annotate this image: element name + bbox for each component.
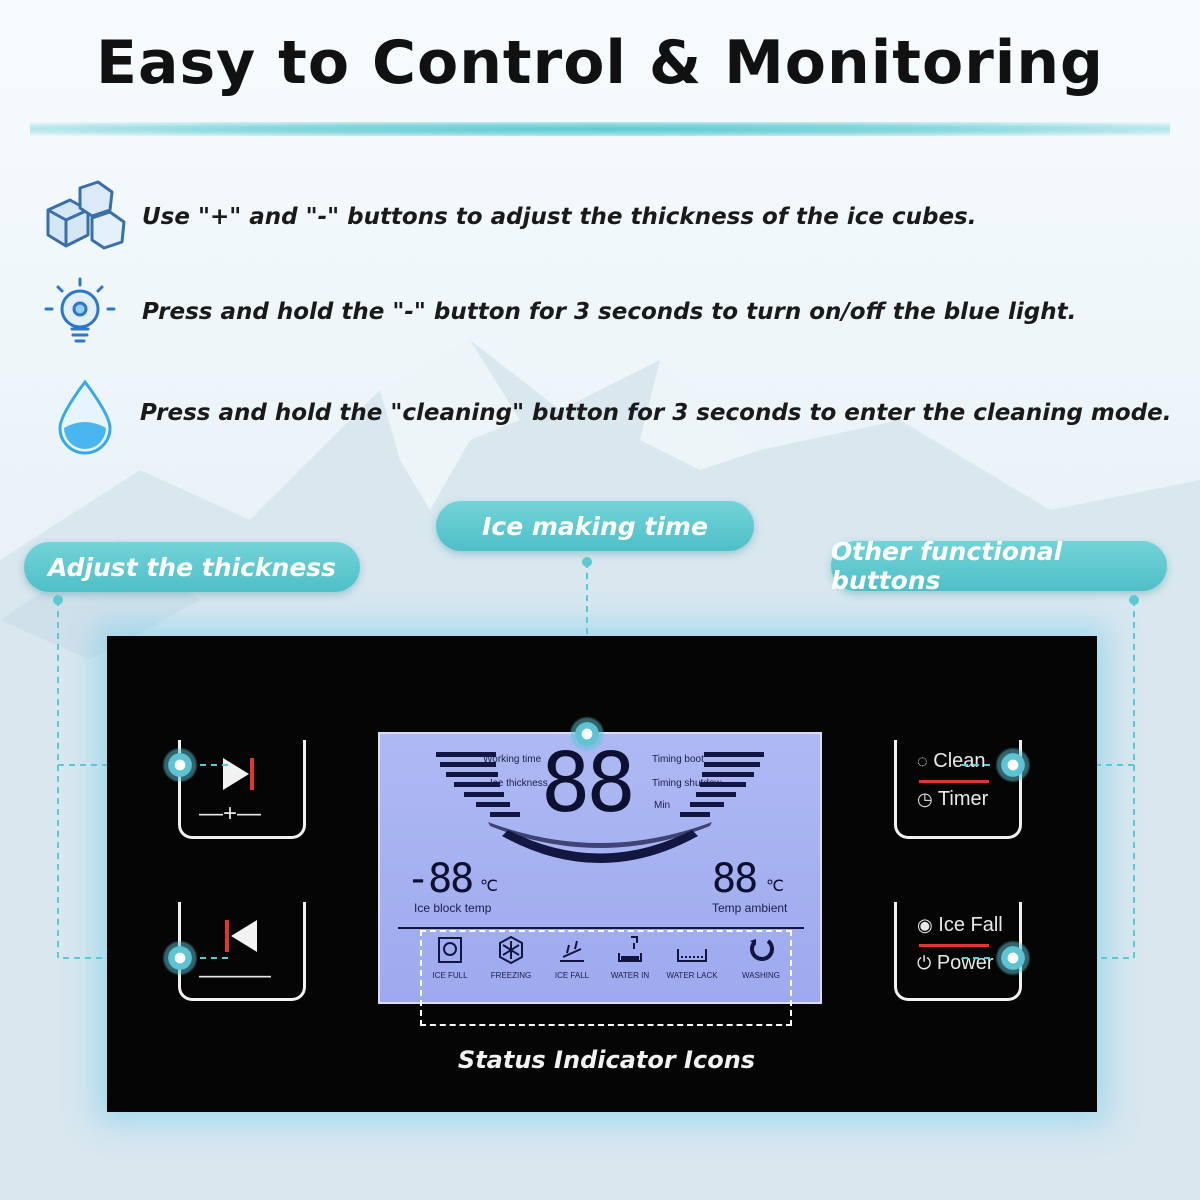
status-label: WATER LACK xyxy=(666,971,718,980)
feature-row-cleaning: Press and hold the "cleaning" button for… xyxy=(40,376,1190,456)
callout-dot xyxy=(569,716,605,752)
ice-block-temp-label: Ice block temp xyxy=(414,901,492,915)
clean-label: Clean xyxy=(933,750,986,772)
status-label: ICE FULL xyxy=(432,971,468,980)
ice-fall-icon: ◉ xyxy=(917,915,933,935)
clock-icon: ◷ xyxy=(917,789,933,809)
timing-shutdown-label: Timing shutdow xyxy=(652,778,722,789)
status-water-lack: WATER LACK xyxy=(662,935,722,980)
status-label: ICE FALL xyxy=(554,971,590,980)
status-label: WASHING xyxy=(742,971,780,980)
ice-thickness-label: Ice thickness xyxy=(490,778,548,789)
ice-fall-label: Ice Fall xyxy=(938,914,1003,936)
feature-text: Use "+" and "-" buttons to adjust the th… xyxy=(142,204,977,230)
ambient-temp-value: 88 xyxy=(712,856,758,902)
title-underline xyxy=(30,122,1170,136)
red-divider xyxy=(919,780,989,783)
timer-label: Timer xyxy=(937,788,989,810)
snowflake-icon xyxy=(499,935,523,965)
play-next-icon xyxy=(223,758,254,790)
min-label: Min xyxy=(654,800,671,811)
callout-other-buttons: Other functional buttons xyxy=(831,537,1167,595)
minus-symbol: ——— xyxy=(199,962,271,989)
status-label: FREEZING xyxy=(490,971,532,980)
water-in-icon xyxy=(618,936,642,962)
status-washing: WASHING xyxy=(731,935,791,980)
plus-button[interactable]: —+— xyxy=(178,740,306,839)
light-bulb-icon xyxy=(44,277,116,343)
status-freezing: FREEZING xyxy=(481,935,541,980)
lcd-arc-bars xyxy=(398,752,804,929)
callout-dot xyxy=(995,940,1031,976)
status-ice-fall: ICE FALL xyxy=(542,935,602,980)
status-label: WATER IN xyxy=(610,971,650,980)
ice-cubes-icon xyxy=(46,180,126,250)
red-divider xyxy=(919,944,989,947)
timing-boot-label: Timing boot xyxy=(652,754,704,765)
ice-block-temp-unit: ℃ xyxy=(480,876,498,895)
feature-text: Press and hold the "-" button for 3 seco… xyxy=(142,299,1077,325)
ambient-temp-label: Temp ambient xyxy=(712,901,788,915)
clean-icon: ◌ xyxy=(917,751,928,771)
power-icon: ⏻ xyxy=(917,953,932,973)
feature-row-blue-light: Press and hold the "-" button for 3 seco… xyxy=(40,275,1190,355)
ice-fall-status-icon xyxy=(560,940,584,962)
page-title: Easy to Control & Monitoring xyxy=(95,28,1105,98)
clean-timer-button[interactable]: ◌ Clean ◷ Timer xyxy=(894,740,1022,839)
power-label-row: ⏻ Power xyxy=(917,952,994,975)
callout-dot xyxy=(995,747,1031,783)
washing-icon xyxy=(750,939,774,961)
feature-text: Press and hold the "cleaning" button for… xyxy=(140,400,1172,426)
feature-row-ice-thickness: Use "+" and "-" buttons to adjust the th… xyxy=(40,180,1190,260)
callout-dot xyxy=(162,940,198,976)
water-lack-icon xyxy=(677,949,707,962)
status-ice-full: ICE FULL xyxy=(420,935,480,980)
water-drop-icon xyxy=(58,379,112,455)
power-label: Power xyxy=(936,952,994,974)
ice-fall-label-row: ◉ Ice Fall xyxy=(917,914,1003,937)
timer-label-row: ◷ Timer xyxy=(917,788,988,811)
ice-block-temp-value: -88 xyxy=(406,856,474,902)
minus-button[interactable]: ——— xyxy=(178,902,306,1001)
status-icons-frame xyxy=(420,930,792,1026)
lcd-display xyxy=(378,732,822,1004)
play-previous-icon xyxy=(225,920,257,952)
callout-ice-making-time: Ice making time xyxy=(436,501,754,551)
callout-adjust-thickness: Adjust the thickness xyxy=(24,542,360,592)
status-water-in: WATER IN xyxy=(600,935,660,980)
status-caption: Status Indicator Icons xyxy=(457,1046,756,1074)
plus-symbol: —+— xyxy=(199,800,262,827)
ice-full-icon xyxy=(438,937,462,963)
working-time-label: Working time xyxy=(483,754,542,765)
clean-label-row: ◌ Clean xyxy=(917,750,986,773)
callout-dot xyxy=(162,747,198,783)
ambient-temp-unit: ℃ xyxy=(766,876,784,895)
